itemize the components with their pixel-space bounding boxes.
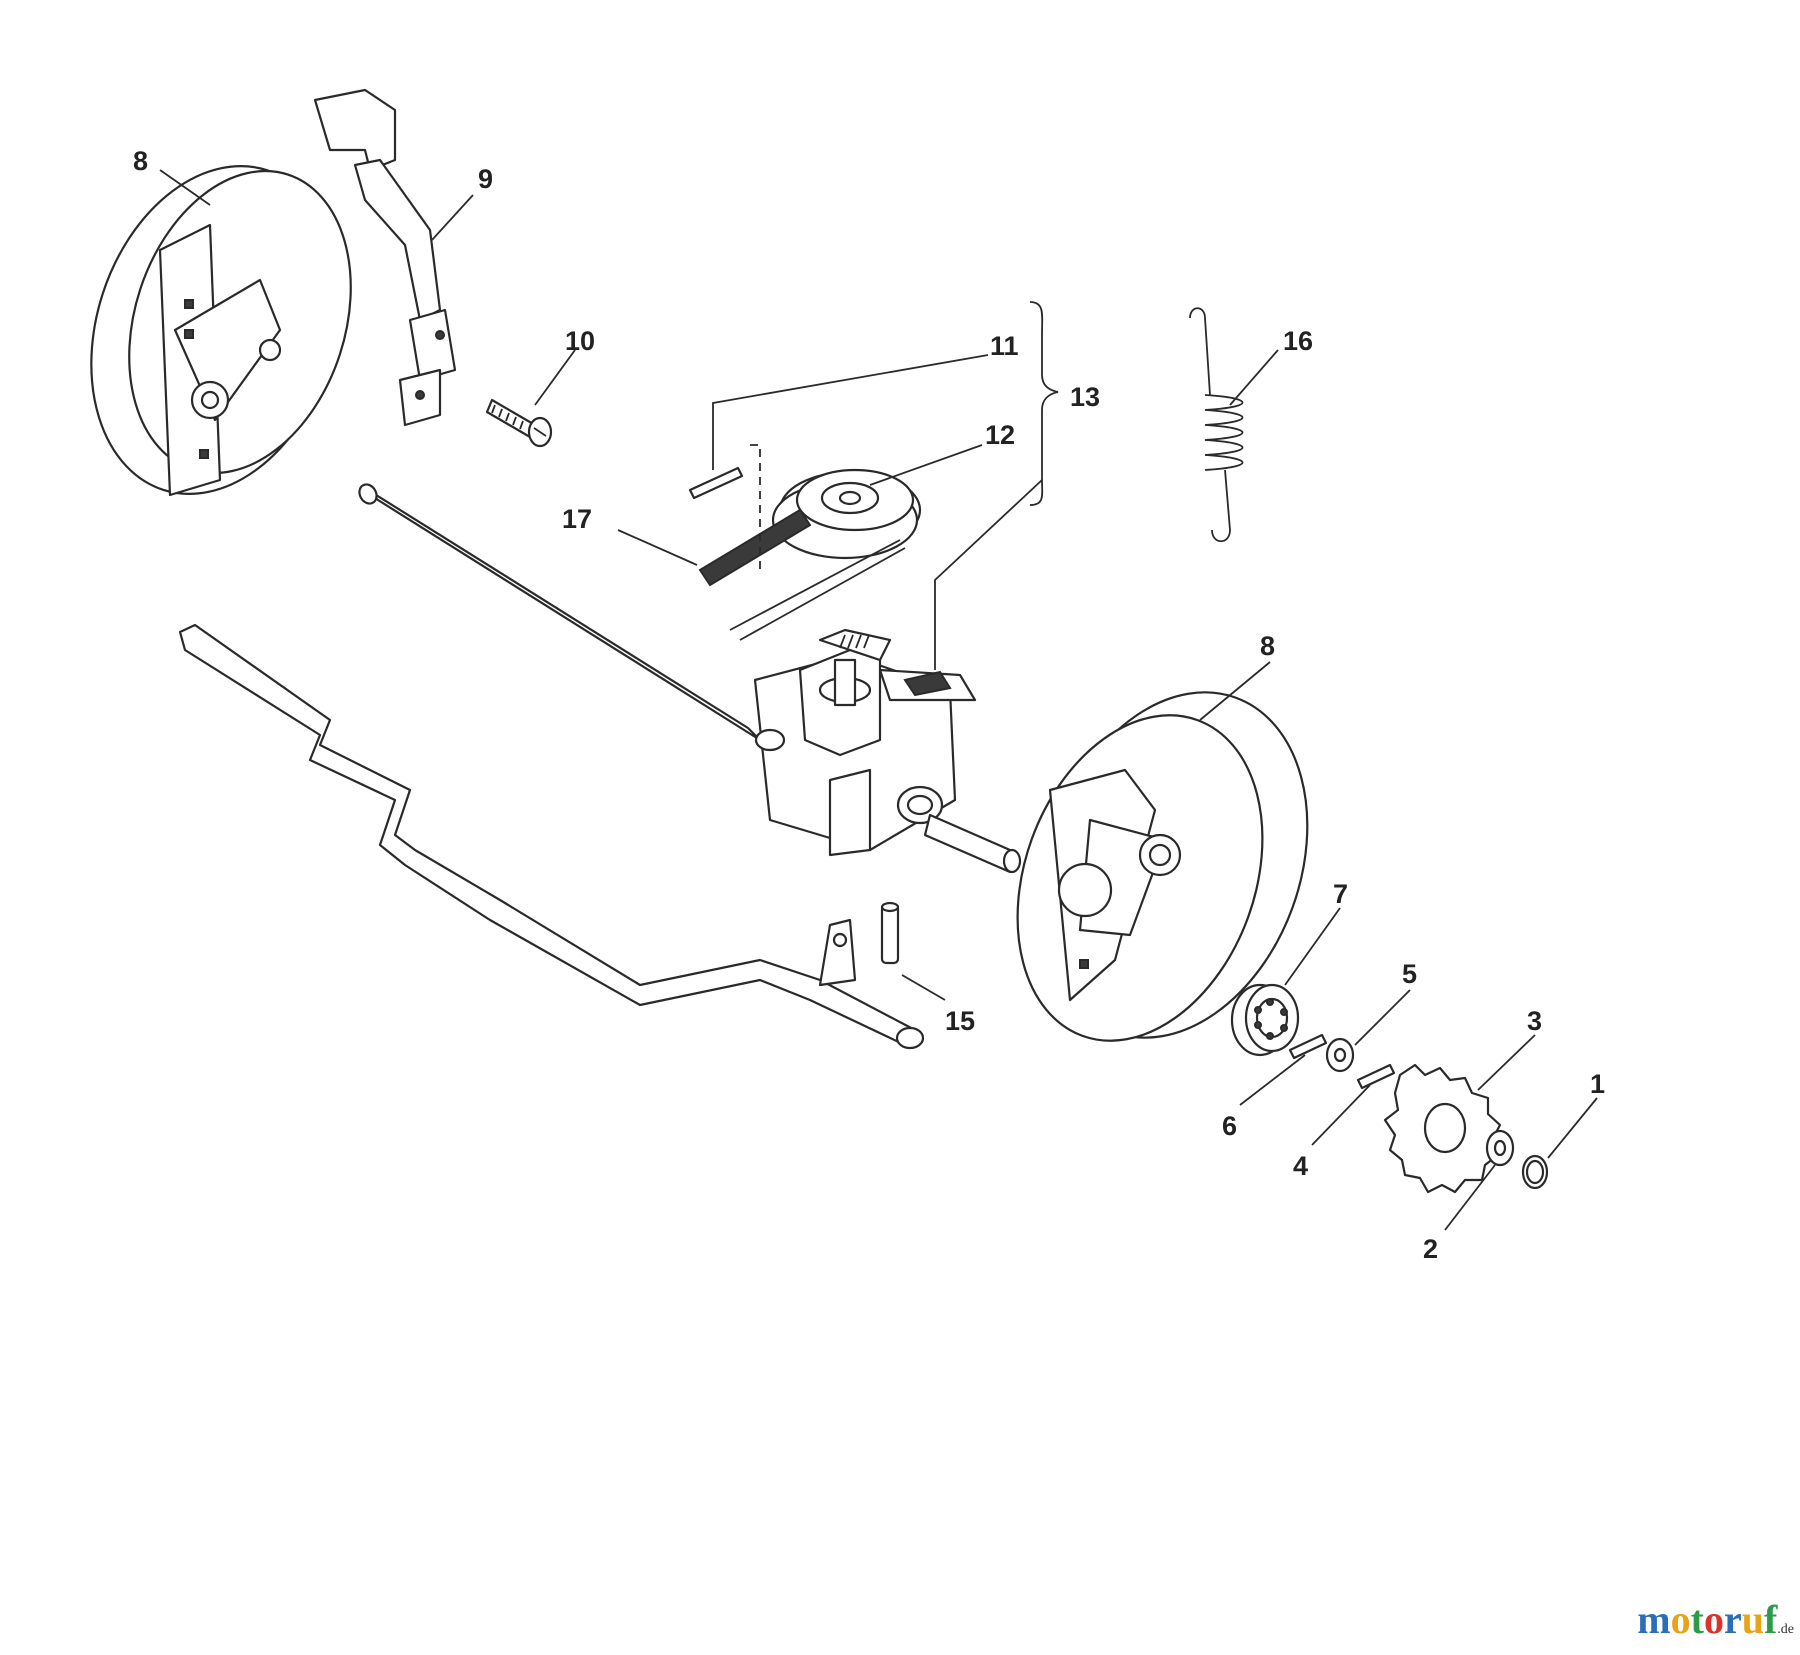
watermark-letter: f [1763,1597,1778,1642]
watermark-letter: o [1703,1597,1724,1642]
watermark-logo: motoruf.de [1637,1596,1794,1643]
callout-4: 4 [1293,1151,1308,1181]
callout-numbers: 8 9 10 11 12 13 16 17 8 7 5 3 1 6 4 2 15 [133,146,1605,1264]
watermark-letter: m [1637,1597,1671,1642]
watermark-letter: o [1670,1597,1691,1642]
callout-3: 3 [1527,1006,1542,1036]
callout-10: 10 [565,326,595,356]
watermark-letter: u [1741,1597,1764,1642]
right-wheel [1016,691,1309,1042]
spring [1189,307,1244,543]
pin [880,901,900,965]
left-wheel [90,165,352,497]
callout-1: 1 [1590,1069,1605,1099]
key-6 [1288,1033,1328,1060]
watermark-letter: r [1723,1597,1742,1642]
washer-2 [1485,1129,1515,1167]
bracket-13 [1029,301,1059,506]
callout-5: 5 [1402,959,1417,989]
leader-lines [159,169,1598,1231]
pulley-assembly [688,444,922,641]
lower-rod [178,623,925,1050]
gear-3 [1383,1063,1502,1194]
callout-8-left: 8 [133,146,148,176]
gearbox [753,628,1022,874]
callout-9: 9 [478,164,493,194]
bearing [1230,983,1300,1057]
callout-15: 15 [945,1006,975,1036]
handle-bracket [313,88,457,427]
callout-17: 17 [562,504,592,534]
axle-shaft [358,483,762,742]
callout-12: 12 [985,420,1015,450]
watermark-suffix: .de [1777,1622,1794,1637]
watermark-letter: t [1690,1597,1704,1642]
callout-13: 13 [1070,382,1100,412]
screw [485,398,553,448]
callout-8-right: 8 [1260,631,1275,661]
callout-11: 11 [990,331,1019,361]
washer-5 [1325,1037,1355,1073]
clip-1 [1521,1154,1549,1190]
callout-6: 6 [1222,1111,1237,1141]
callout-2: 2 [1423,1234,1438,1264]
callout-7: 7 [1333,879,1348,909]
callout-16: 16 [1283,326,1313,356]
key-4 [1356,1063,1396,1090]
